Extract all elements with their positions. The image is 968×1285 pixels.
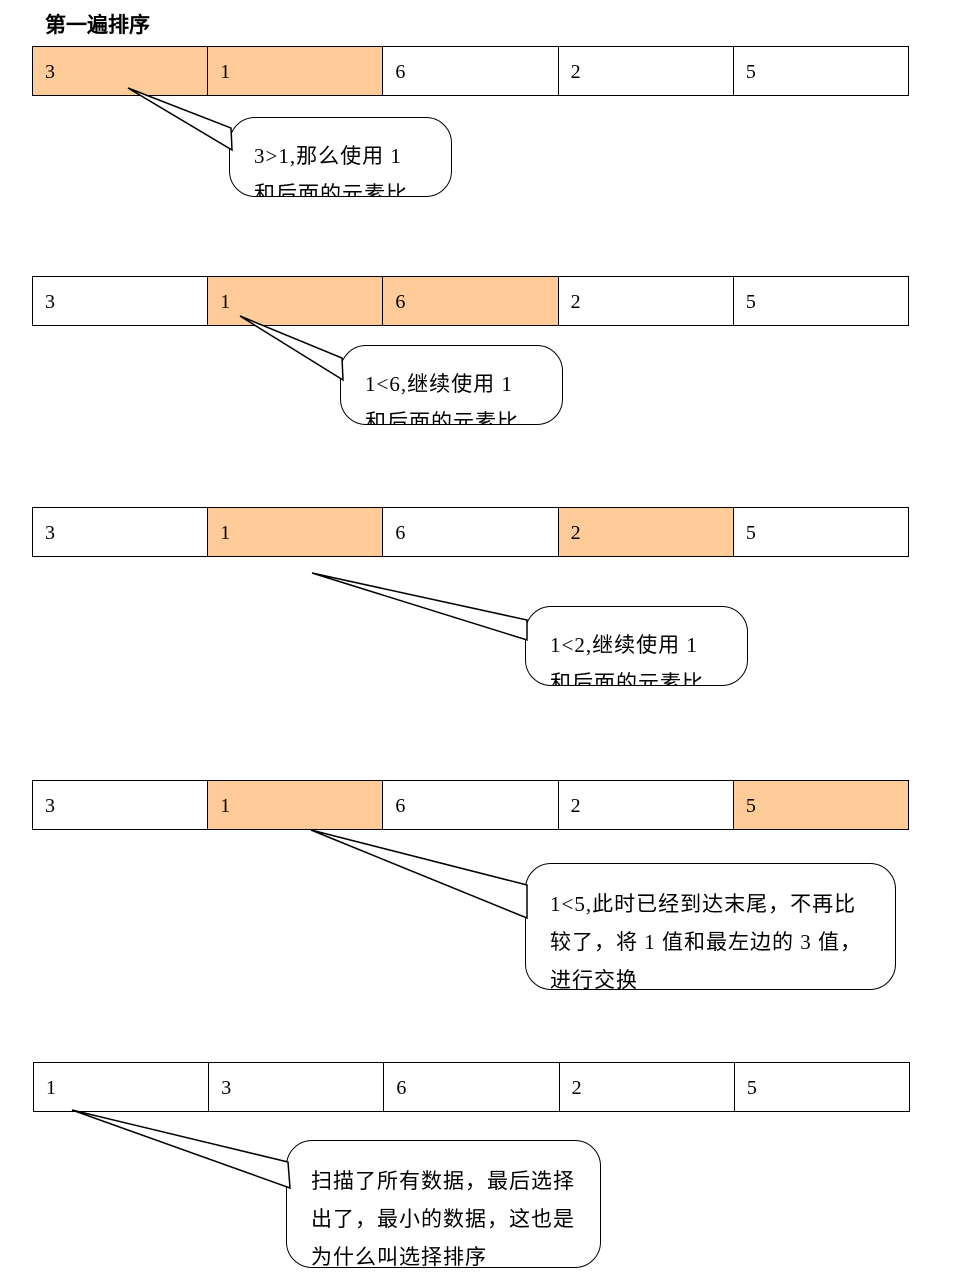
array-cell: 1 — [208, 781, 384, 829]
array-cell: 5 — [746, 1077, 757, 1099]
array-cell: 6 — [383, 508, 559, 556]
array-cell: 1 — [208, 47, 384, 95]
callout-text: 3>1,那么使用 1 和后面的元素比 — [254, 144, 408, 197]
array-row-step-3: 3 1 6 2 5 — [32, 507, 909, 557]
array-cell: 6 — [384, 1063, 560, 1111]
callout-bubble-step-4: 1<5,此时已经到达末尾，不再比较了，将 1 值和最左边的 3 值，进行交换 — [525, 863, 896, 990]
callout-pointer — [311, 572, 528, 642]
array-cell: 5 — [745, 61, 756, 83]
callout-pointer — [310, 829, 528, 920]
array-cell: 2 — [559, 277, 734, 325]
array-cell: 1 — [208, 277, 384, 325]
array-cell: 3 — [33, 781, 209, 829]
array-cell: 3 — [33, 47, 209, 95]
array-cell: 2 — [560, 1063, 735, 1111]
array-cell: 6 — [383, 781, 559, 829]
array-cell: 1 — [34, 1063, 210, 1111]
array-row-step-2: 3 1 6 2 5 — [32, 276, 909, 326]
array-row-step-5: 1 3 6 2 5 — [33, 1062, 910, 1112]
array-cell: 2 — [558, 508, 734, 556]
array-cell: 3 — [209, 1063, 385, 1111]
callout-bubble-step-3: 1<2,继续使用 1 和后面的元素比 — [525, 606, 748, 686]
array-cell: 1 — [208, 508, 384, 556]
array-cell: 5 — [745, 291, 756, 313]
callout-bubble-step-5: 扫描了所有数据，最后选择出了，最小的数据，这也是为什么叫选择排序 — [286, 1140, 601, 1268]
callout-bubble-step-1: 3>1,那么使用 1 和后面的元素比 — [229, 117, 452, 197]
array-cell: 5 — [733, 781, 909, 829]
array-cell: 5 — [745, 522, 756, 544]
array-cell: 2 — [559, 781, 734, 829]
array-cell: 6 — [383, 277, 559, 325]
callout-text: 1<2,继续使用 1 和后面的元素比 — [550, 633, 704, 686]
callout-bubble-step-2: 1<6,继续使用 1 和后面的元素比 — [340, 345, 563, 425]
array-cell: 2 — [559, 47, 734, 95]
array-row-step-4: 3 1 6 2 5 — [32, 780, 909, 830]
callout-text: 扫描了所有数据，最后选择出了，最小的数据，这也是为什么叫选择排序 — [311, 1169, 575, 1268]
callout-pointer — [71, 1109, 291, 1190]
callout-text: 1<5,此时已经到达末尾，不再比较了，将 1 值和最左边的 3 值，进行交换 — [550, 892, 862, 990]
array-cell: 3 — [33, 277, 209, 325]
callout-text: 1<6,继续使用 1 和后面的元素比 — [365, 372, 519, 425]
callout-pointer — [239, 315, 344, 382]
array-row-step-1: 3 1 6 2 5 — [32, 46, 909, 96]
array-cell: 3 — [33, 508, 209, 556]
page-title: 第一遍排序 — [45, 13, 150, 37]
array-cell: 6 — [383, 47, 559, 95]
callout-pointer — [127, 87, 233, 152]
